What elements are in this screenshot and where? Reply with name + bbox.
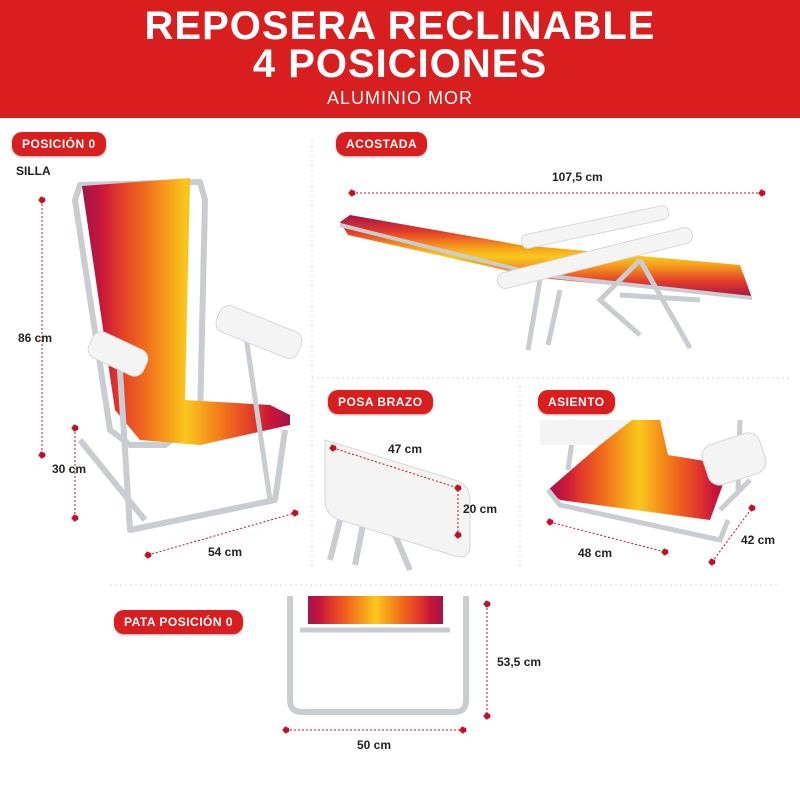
chair-position-0-illustration	[72, 178, 303, 533]
chair-dimension-lines	[38, 196, 299, 559]
title-line-2: 4 POSICIONES	[252, 42, 548, 86]
dim-lounger-length: 107,5 cm	[552, 170, 603, 184]
seat-dimension-lines	[546, 504, 756, 566]
right-armrest	[215, 305, 303, 359]
seat-illustration	[540, 419, 767, 543]
dim-leg-width: 50 cm	[357, 738, 392, 752]
title-line-1: REPOSERA RECLINABLE	[144, 4, 656, 48]
leg-illustration	[287, 596, 469, 715]
chair-fabric	[82, 178, 290, 445]
dim-leg-height: 53,5 cm	[497, 655, 542, 669]
tag-posicion-0: POSICIÓN 0	[12, 132, 106, 156]
dim-seat-depth: 42 cm	[741, 533, 776, 547]
dim-chair-height: 86 cm	[18, 331, 53, 345]
left-armrest	[87, 331, 149, 377]
tag-pata-posicion-0: PATA POSICIÓN 0	[114, 610, 244, 634]
dim-chair-width: 54 cm	[208, 545, 243, 559]
dim-seat-height: 30 cm	[52, 462, 87, 476]
leg-dimension-lines	[282, 600, 491, 734]
dim-seat-width: 48 cm	[578, 546, 613, 560]
dividers	[110, 140, 790, 586]
header-banner: REPOSERA RECLINABLE 4 POSICIONES ALUMINI…	[0, 0, 800, 118]
armrest-illustration	[324, 439, 471, 572]
tag-asiento: ASIENTO	[538, 390, 615, 414]
label-silla: SILLA	[16, 164, 51, 178]
lounger-illustration	[339, 205, 753, 351]
subtitle: ALUMINIO MOR	[326, 88, 473, 108]
dim-armrest-height: 20 cm	[463, 502, 498, 516]
armrest-dimension-lines	[329, 444, 462, 539]
tag-acostada: ACOSTADA	[336, 132, 428, 156]
dim-armrest-length: 47 cm	[388, 442, 423, 456]
tag-posa-brazo: POSA BRAZO	[328, 390, 433, 414]
lounger-dimension-line	[348, 189, 766, 197]
